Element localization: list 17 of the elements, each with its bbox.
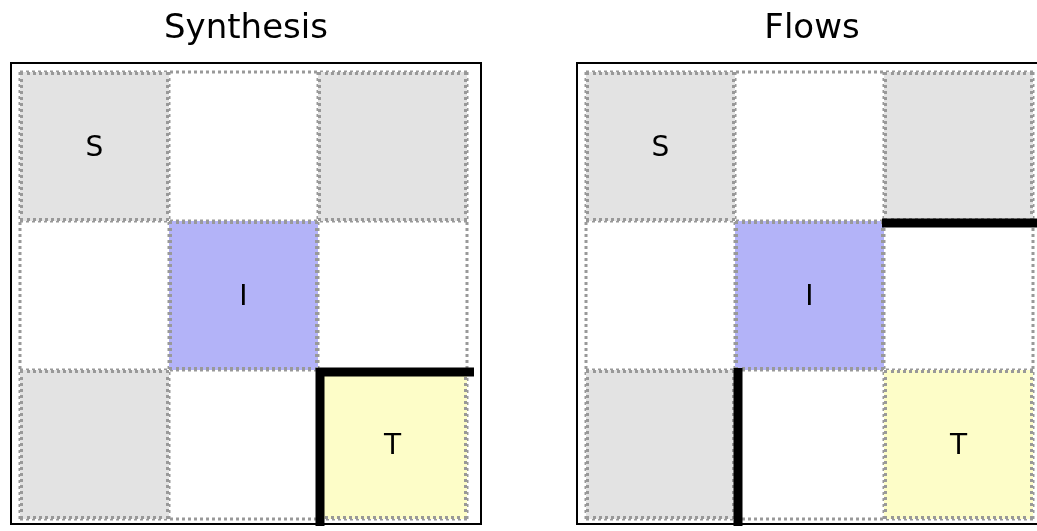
empty-grid-cell xyxy=(884,72,1033,221)
grid-cell xyxy=(884,370,1033,519)
cell-label: I xyxy=(805,279,814,312)
empty-grid-cell xyxy=(20,370,169,519)
cell-label: I xyxy=(239,279,248,312)
grid-cell xyxy=(20,72,169,221)
grid-cell xyxy=(735,221,884,370)
cell-label: S xyxy=(651,130,670,163)
cell-label: S xyxy=(85,130,104,163)
cell-label: T xyxy=(383,428,402,461)
grid-cell xyxy=(586,72,735,221)
empty-grid-cell xyxy=(318,72,467,221)
panel-title: Synthesis xyxy=(163,6,329,46)
cell-label: T xyxy=(949,428,968,461)
panel-title: Flows xyxy=(763,6,861,46)
empty-grid-cell xyxy=(586,370,735,519)
grid-cell xyxy=(169,221,318,370)
